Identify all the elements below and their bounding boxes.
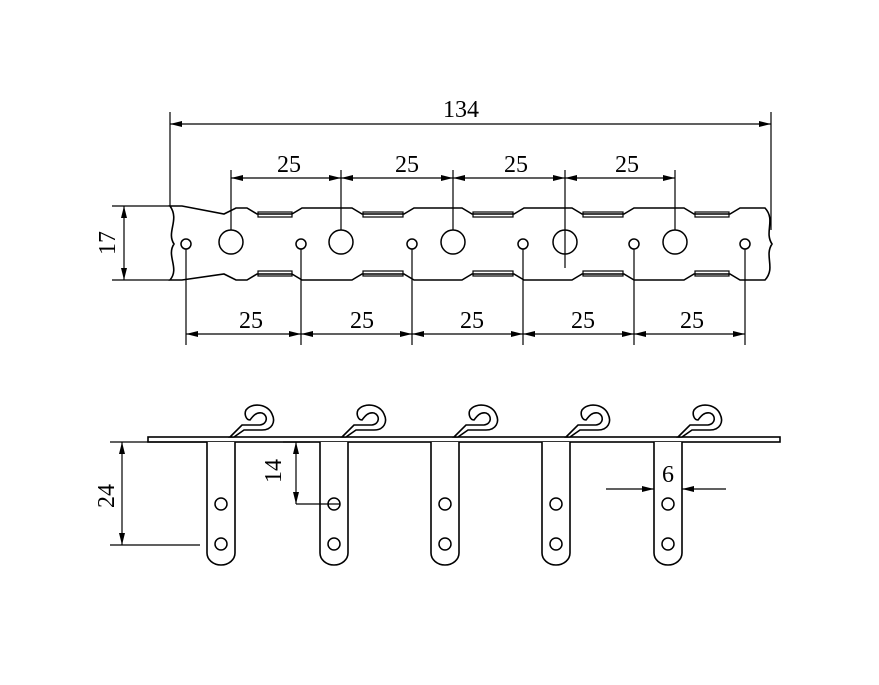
lower-pitch-label: 25: [680, 308, 704, 334]
lower-pitch-dimensions: 25 25 25 25 25: [186, 308, 745, 337]
overall-length-label: 134: [443, 97, 479, 123]
slot: [257, 211, 293, 218]
leg-holes: [214, 497, 675, 551]
slot: [472, 211, 514, 218]
side-strip: [147, 436, 781, 443]
upper-pitch-label: 25: [395, 152, 419, 178]
slot: [257, 270, 293, 277]
bottom-slots: [257, 270, 730, 277]
slot: [694, 211, 730, 218]
extension-lines: [112, 112, 772, 345]
lower-pitch-label: 25: [571, 308, 595, 334]
small-holes: [180, 238, 751, 250]
slot: [362, 211, 404, 218]
small-hole: [517, 238, 529, 250]
leg-width-label: 6: [662, 462, 674, 488]
upper-pitch-label: 25: [615, 152, 639, 178]
hook: [452, 404, 499, 438]
slot: [472, 270, 514, 277]
lower-pitch-label: 25: [460, 308, 484, 334]
height-label: 17: [95, 231, 121, 255]
large-hole: [218, 229, 244, 255]
large-hole: [662, 229, 688, 255]
hook: [340, 404, 387, 438]
small-hole: [295, 238, 307, 250]
top-slots: [257, 211, 730, 218]
upper-pitch-dimensions: 25 25 25 25: [231, 152, 675, 181]
upper-pitch-label: 25: [504, 152, 528, 178]
small-hole: [406, 238, 418, 250]
lower-pitch-label: 25: [239, 308, 263, 334]
lower-pitch-label: 25: [350, 308, 374, 334]
top-view: 134 25 25 25 25 25 25 25 25 25 17: [95, 97, 773, 345]
leg-length-label: 24: [94, 484, 120, 508]
hole-offset-label: 14: [261, 459, 287, 483]
hook: [228, 404, 275, 438]
hook: [676, 404, 723, 438]
slot: [582, 270, 624, 277]
slot: [694, 270, 730, 277]
side-view: 24 14 6: [94, 404, 781, 566]
hook: [564, 404, 611, 438]
large-hole: [328, 229, 354, 255]
small-hole: [739, 238, 751, 250]
strip-outline: [168, 205, 773, 281]
upper-pitch-label: 25: [277, 152, 301, 178]
hooks: [228, 404, 723, 438]
slot: [582, 211, 624, 218]
small-hole: [628, 238, 640, 250]
slot: [362, 270, 404, 277]
large-hole: [440, 229, 466, 255]
small-hole: [180, 238, 192, 250]
